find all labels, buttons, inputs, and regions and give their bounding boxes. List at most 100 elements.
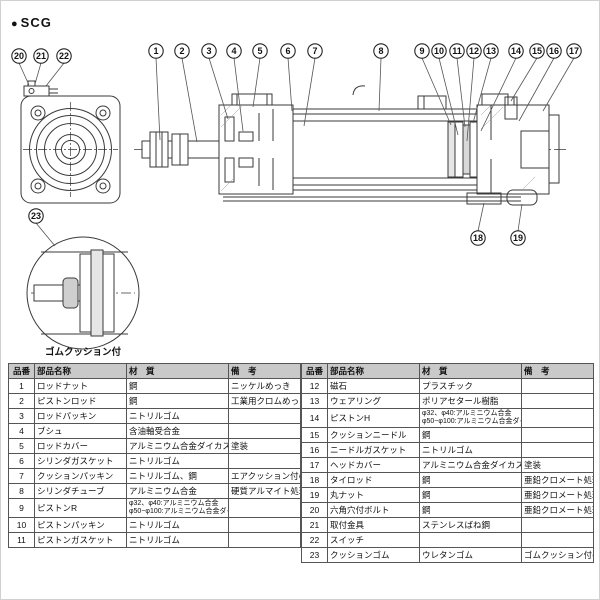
cell-part-no: 9 — [8, 497, 35, 519]
leader-line-21 — [34, 62, 42, 85]
cell-remark — [521, 393, 594, 409]
cell-material: ポリアセタール樹脂 — [419, 393, 522, 409]
cell-part-no: 11 — [8, 532, 35, 549]
leader-line-7 — [303, 57, 316, 127]
callout-number-18: 18 — [473, 233, 483, 243]
cell-part-name: シリンダガスケット — [34, 453, 127, 469]
leader-line-8 — [378, 57, 382, 112]
cell-material: プラスチック — [419, 378, 522, 394]
callout-number-4: 4 — [231, 46, 236, 56]
callout-number-15: 15 — [532, 46, 542, 56]
cell-material: ニトリルゴム — [126, 408, 229, 424]
diagram-linework — [20, 80, 567, 206]
cell-part-name: ヘッドカバー — [327, 457, 420, 474]
leader-line-14 — [480, 57, 517, 132]
callout-balloon-9 — [414, 43, 430, 59]
cell-remark — [521, 532, 594, 549]
callout-number-1: 1 — [153, 46, 158, 56]
callout-number-20: 20 — [14, 51, 24, 61]
leader-line-9 — [421, 57, 452, 126]
callout-balloon-1 — [148, 43, 164, 59]
cell-material: 含油軸受合金 — [126, 423, 229, 439]
leader-line-16 — [518, 57, 555, 122]
cell-part-no: 6 — [8, 453, 35, 469]
cell-part-no: 21 — [301, 517, 328, 534]
callout-balloon-12 — [466, 43, 482, 59]
leader-line-23 — [35, 222, 56, 247]
cell-remark — [228, 497, 301, 519]
cell-material: ステンレスばね鋼 — [419, 517, 522, 534]
leader-line-15 — [510, 57, 538, 102]
callout-number-10: 10 — [434, 46, 444, 56]
callout-number-6: 6 — [285, 46, 290, 56]
table-header-row: 品番部品名称材 質備 考 — [301, 363, 594, 379]
cell-material: 鋼 — [126, 378, 229, 394]
cell-part-no: 16 — [301, 442, 328, 459]
cell-remark — [228, 517, 301, 534]
callout-balloon-10 — [431, 43, 447, 59]
cell-part-name: ピストンロッド — [34, 393, 127, 409]
callout-number-8: 8 — [378, 46, 383, 56]
callout-balloon-20 — [11, 48, 27, 64]
cell-part-no: 10 — [8, 517, 35, 534]
cell-part-name: シリンダチューブ — [34, 483, 127, 499]
callout-balloon-7 — [307, 43, 323, 59]
cell-material: ニトリルゴム — [126, 517, 229, 534]
cell-remark: ニッケルめっき — [228, 378, 301, 394]
table-header-row: 品番部品名称材 質備 考 — [8, 363, 301, 379]
cell-remark — [228, 423, 301, 439]
leader-line-4 — [233, 57, 244, 132]
leader-line-2 — [181, 57, 198, 143]
cell-part-name: ブシュ — [34, 423, 127, 439]
column-header: 備 考 — [521, 363, 594, 379]
column-header: 備 考 — [228, 363, 301, 379]
page-title: ●SCG — [11, 15, 52, 30]
callout-balloon-13 — [483, 43, 499, 59]
cell-part-no: 23 — [301, 547, 328, 564]
cell-part-name: ロッドカバー — [34, 438, 127, 454]
leader-line-19 — [517, 203, 523, 232]
callout-number-19: 19 — [513, 233, 523, 243]
cell-part-name: ロッドナット — [34, 378, 127, 394]
callout-number-22: 22 — [59, 51, 69, 61]
callout-number-14: 14 — [511, 46, 521, 56]
leader-line-17 — [542, 57, 575, 112]
table-row: 23クッションゴムウレタンゴムゴムクッション付のみ — [301, 547, 594, 564]
cell-part-name: クッションパッキン — [34, 468, 127, 484]
cell-remark — [228, 532, 301, 549]
cell-part-no: 5 — [8, 438, 35, 454]
cell-material: ニトリルゴム — [419, 442, 522, 459]
cell-material: 鋼 — [419, 427, 522, 444]
cell-part-no: 17 — [301, 457, 328, 474]
cell-remark — [521, 427, 594, 444]
cell-part-name: ウェアリング — [327, 393, 420, 409]
callout-number-9: 9 — [419, 46, 424, 56]
callout-number-21: 21 — [36, 51, 46, 61]
cell-material — [419, 532, 522, 549]
cell-part-no: 7 — [8, 468, 35, 484]
column-header: 材 質 — [419, 363, 522, 379]
cell-part-no: 12 — [301, 378, 328, 394]
cell-remark: ゴムクッション付のみ — [521, 547, 594, 564]
callout-balloon-8 — [373, 43, 389, 59]
cell-material: ニトリルゴム、鋼 — [126, 468, 229, 484]
cell-part-no: 14 — [301, 407, 328, 429]
cell-material: ウレタンゴム — [419, 547, 522, 564]
cell-remark: エアクッション付のみ — [228, 468, 301, 484]
cell-remark: 工業用クロムめっき — [228, 393, 301, 409]
